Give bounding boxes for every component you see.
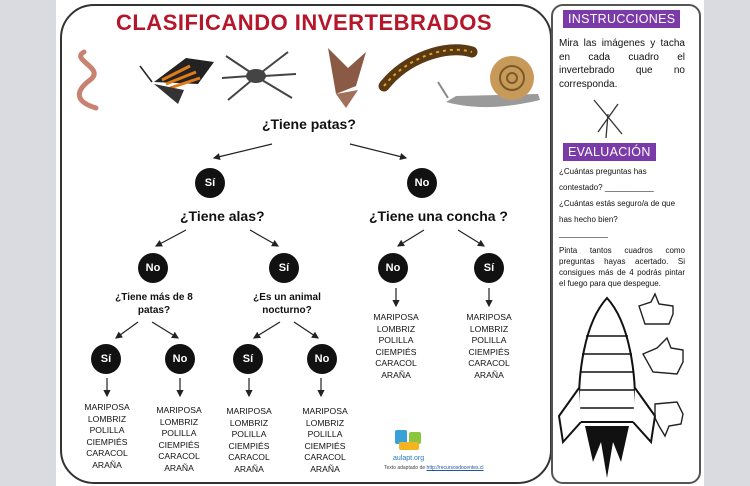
question-8-patas: ¿Tiene más de 8 patas? bbox=[115, 292, 193, 316]
list-item[interactable]: CARACOL bbox=[228, 452, 270, 463]
eval-answer-blank[interactable]: ___________ bbox=[559, 229, 608, 238]
thumbs-down-icon bbox=[654, 401, 684, 438]
list-item[interactable]: ARAÑA bbox=[92, 459, 122, 470]
credit-prefix: Texto adaptado de bbox=[384, 465, 426, 471]
list-item[interactable]: ARAÑA bbox=[310, 463, 340, 474]
logo-text: aulapt.org bbox=[393, 455, 425, 462]
answer-no-nocturno: No bbox=[307, 344, 337, 374]
thumbs-up-icon bbox=[642, 336, 684, 375]
list-item[interactable]: LOMBRIZ bbox=[305, 417, 345, 428]
credit-text: Texto adaptado de http://recursosdocente… bbox=[384, 465, 484, 471]
list-item[interactable]: ARAÑA bbox=[381, 369, 411, 380]
worm-picture bbox=[77, 49, 99, 111]
list-item[interactable]: LOMBRIZ bbox=[376, 323, 416, 334]
list-item[interactable]: POLILLA bbox=[161, 428, 197, 439]
list-item[interactable]: POLILLA bbox=[231, 429, 267, 440]
centipede-picture bbox=[378, 44, 478, 92]
animal-pictures bbox=[77, 44, 540, 111]
answer-yes-patas: Sí bbox=[195, 168, 225, 198]
list-item[interactable]: CARACOL bbox=[158, 451, 200, 462]
list-item[interactable]: POLILLA bbox=[307, 429, 343, 440]
list-item[interactable]: LOMBRIZ bbox=[469, 323, 509, 334]
credit-link[interactable]: http://recursosdocentes.cl bbox=[426, 465, 484, 471]
list-item[interactable]: MARIPOSA bbox=[156, 405, 202, 415]
question-concha: ¿Tiene una concha ? bbox=[369, 208, 508, 224]
evaluation-header: EVALUACIÓN bbox=[563, 143, 656, 161]
instructions-text: Mira las imágenes y tacha en cada cuadro… bbox=[559, 38, 685, 90]
list-item[interactable]: LOMBRIZ bbox=[159, 416, 199, 427]
answer-no-8-patas: No bbox=[165, 344, 195, 374]
list-item[interactable]: POLILLA bbox=[89, 425, 125, 436]
list-item[interactable]: CIEMPIÉS bbox=[304, 440, 346, 451]
spider-picture bbox=[221, 51, 297, 101]
list-item[interactable]: CARACOL bbox=[375, 358, 417, 369]
aulapt-logo bbox=[395, 430, 421, 450]
answer-yes-alas: Sí bbox=[269, 253, 299, 283]
list-item[interactable]: CARACOL bbox=[304, 452, 346, 463]
list-item[interactable]: MARIPOSA bbox=[226, 406, 272, 416]
list-item[interactable]: CIEMPIÉS bbox=[158, 439, 200, 450]
list-item[interactable]: POLILLA bbox=[471, 335, 507, 346]
answer-no-alas: No bbox=[138, 253, 168, 283]
crossed-stick-icon bbox=[593, 99, 623, 139]
list-item[interactable]: CIEMPIÉS bbox=[375, 346, 417, 357]
rocket-fire[interactable] bbox=[585, 426, 629, 478]
answer-no-patas: No bbox=[407, 168, 437, 198]
page-title: CLASIFICANDO INVERTEBRADOS bbox=[115, 10, 492, 35]
list-item[interactable]: CARACOL bbox=[86, 448, 128, 459]
question-patas: ¿Tiene patas? bbox=[262, 116, 356, 132]
question-nocturno: ¿Es un animal nocturno? bbox=[253, 292, 321, 316]
list-item[interactable]: MARIPOSA bbox=[373, 312, 419, 322]
list-item[interactable]: MARIPOSA bbox=[466, 312, 512, 322]
answer-no-concha: No bbox=[378, 253, 408, 283]
rocket-body[interactable] bbox=[577, 296, 637, 423]
classification-panel bbox=[60, 4, 552, 484]
answer-yes-nocturno: Sí bbox=[233, 344, 263, 374]
list-item[interactable]: ARAÑA bbox=[164, 462, 194, 473]
list-item[interactable]: CARACOL bbox=[468, 358, 510, 369]
eval-question-2a: ¿Cuántas estás seguro/a de que bbox=[559, 199, 676, 208]
rocket-drawing bbox=[557, 292, 684, 478]
question-alas: ¿Tiene alas? bbox=[180, 208, 265, 224]
eval-question-1b: contestado? ___________ bbox=[559, 183, 654, 192]
answer-yes-concha: Sí bbox=[474, 253, 504, 283]
snail-picture bbox=[437, 56, 540, 108]
eval-question-2b: has hecho bien? bbox=[559, 215, 618, 224]
list-item[interactable]: LOMBRIZ bbox=[87, 413, 127, 424]
moth-picture bbox=[328, 48, 366, 108]
list-item[interactable]: ARAÑA bbox=[234, 463, 264, 474]
thumbs-up-icon bbox=[638, 292, 674, 325]
answer-yes-8-patas: Sí bbox=[91, 344, 121, 374]
list-item[interactable]: LOMBRIZ bbox=[229, 417, 269, 428]
list-item[interactable]: CIEMPIÉS bbox=[86, 436, 128, 447]
eval-question-1a: ¿Cuántas preguntas has bbox=[559, 167, 647, 176]
list-item[interactable]: CIEMPIÉS bbox=[228, 440, 270, 451]
instructions-header: INSTRUCCIONES bbox=[563, 10, 681, 28]
list-item[interactable]: MARIPOSA bbox=[84, 402, 130, 412]
list-item[interactable]: CIEMPIÉS bbox=[468, 346, 510, 357]
list-item[interactable]: ARAÑA bbox=[474, 369, 504, 380]
eval-instructions-text: Pinta tantos cuadros como preguntas haya… bbox=[559, 246, 685, 288]
list-item[interactable]: MARIPOSA bbox=[302, 406, 348, 416]
list-item[interactable]: POLILLA bbox=[378, 335, 414, 346]
butterfly-picture bbox=[139, 58, 214, 104]
